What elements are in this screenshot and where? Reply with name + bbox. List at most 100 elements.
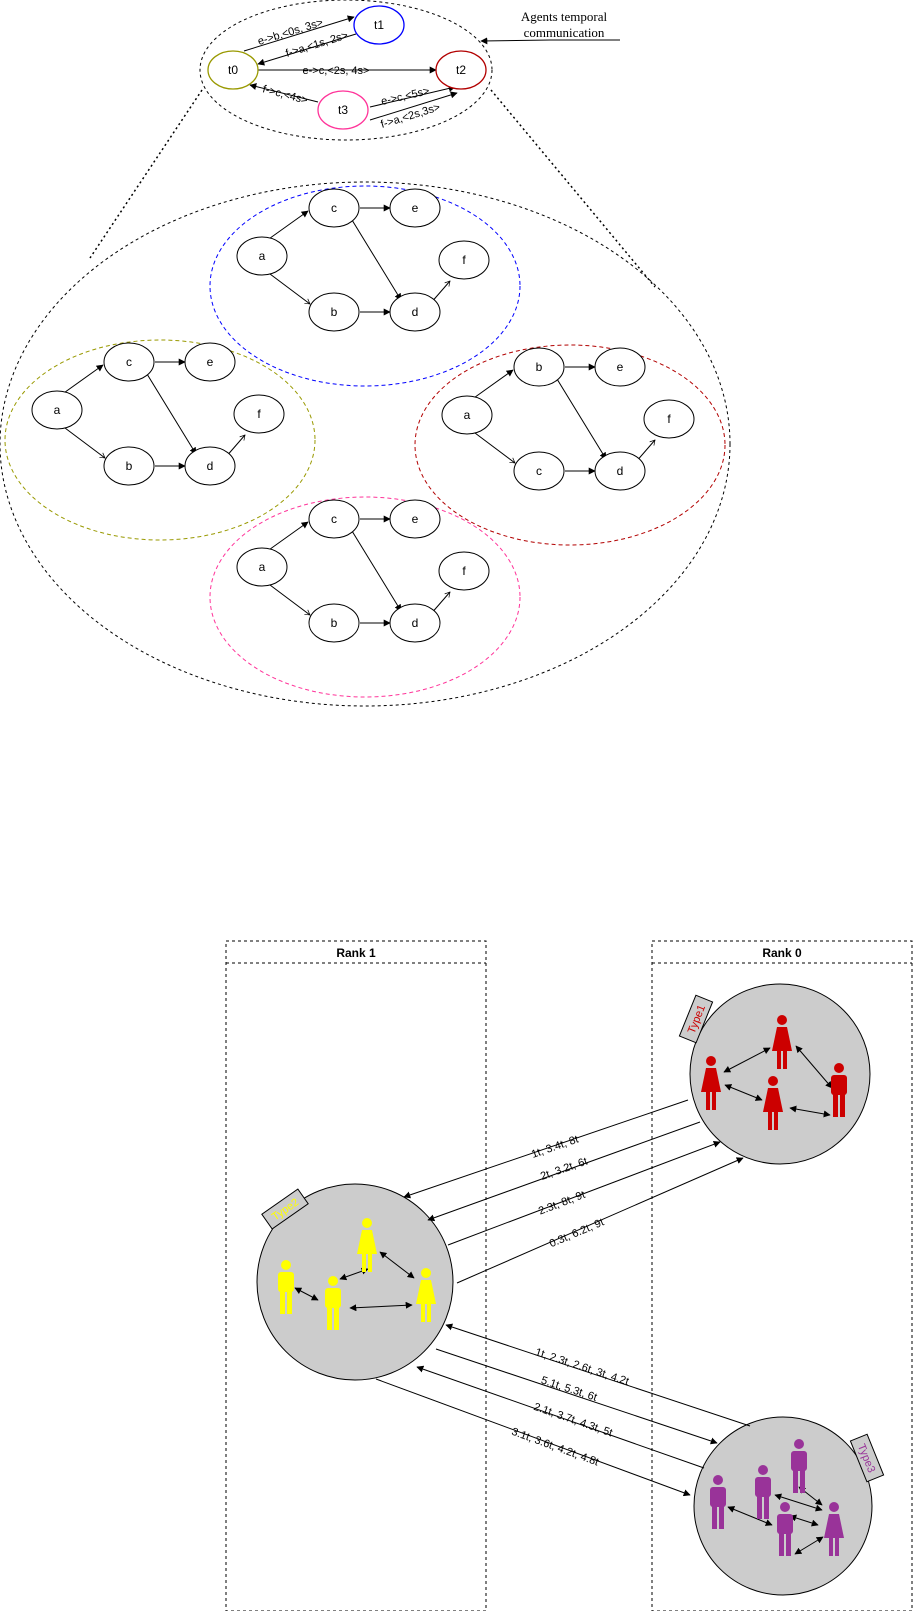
graph-edge (146, 373, 197, 455)
graph-node-label: d (412, 616, 419, 630)
graph-edge (265, 270, 311, 305)
graph-node (441, 395, 493, 435)
task-label-t0: t0 (228, 63, 238, 77)
graph-node (643, 399, 695, 439)
group-link-label: 2t, 3.2t, 6t (539, 1156, 589, 1183)
graph-node-label: d (617, 464, 624, 478)
graph-edge (351, 219, 402, 301)
task-edge-label: e->c,<2s, 4s> (303, 65, 370, 77)
graph-node (594, 347, 646, 387)
task-label-t1: t1 (374, 18, 384, 32)
annotation-line2: communication (524, 25, 605, 40)
subgraph-outline (4, 339, 316, 541)
graph-node (184, 342, 236, 382)
task-edge-t3-t2-b (369, 91, 458, 121)
graph-node (513, 347, 565, 387)
task-container-ellipse (199, 0, 493, 141)
task-edge-t3-t2-a (369, 85, 456, 108)
graph-node-label: f (462, 564, 466, 578)
task-edge-t0-t1 (243, 15, 355, 52)
group-link-label: 3.1t, 3.6t, 4.2t, 4.8t (510, 1426, 600, 1469)
task-label-t2: t2 (456, 63, 466, 77)
graph-edge (265, 581, 311, 616)
graph-node (103, 342, 155, 382)
graph-node (389, 292, 441, 332)
group-link-label: 2.3t, 8t, 9t (537, 1189, 587, 1218)
graph-node (308, 603, 360, 643)
graph-node-label: e (412, 201, 419, 215)
graph-edge (470, 429, 516, 464)
graph-node-label: a (54, 403, 61, 417)
graph-node-label: a (259, 249, 266, 263)
graph-node-label: c (126, 355, 132, 369)
graph-node-label: c (536, 464, 542, 478)
graph-node-label: b (536, 360, 543, 374)
graph-node (594, 451, 646, 491)
subgraph-t0: a c e b d f (4, 339, 316, 541)
agent-group-type1 (689, 983, 871, 1165)
temporal-communication-group: Agents temporal communication e->b,<0s, … (199, 0, 620, 141)
group-tag-type1: Type1 (678, 994, 714, 1044)
group-link (416, 1365, 705, 1469)
subgraph-t3: a c e b d f (209, 496, 521, 698)
group-tag-type3: Type3 (849, 1433, 885, 1483)
zoom-line-right (490, 89, 656, 288)
graph-edge (351, 530, 402, 612)
graph-node (308, 188, 360, 228)
zoom-line-left (89, 89, 203, 259)
graph-node (236, 547, 288, 587)
graph-node-label: c (331, 512, 337, 526)
task-edge-t3-t0 (249, 83, 319, 103)
graph-node (389, 499, 441, 539)
graph-edge (265, 210, 309, 242)
graph-node (438, 551, 490, 591)
task-edge-label: f->c,<4s> (261, 83, 309, 107)
annotation-line1: Agents temporal (521, 9, 608, 24)
group-link-label: 0.3t, 6.2t, 9t (548, 1216, 606, 1250)
task-edge-t1-t0 (257, 33, 357, 66)
task-node-t3 (317, 90, 369, 130)
agent-group-type2 (256, 1183, 454, 1381)
group-link (427, 1121, 701, 1222)
group-link-label: 5.1t, 5.3t, 6t (539, 1374, 598, 1403)
graph-edge (60, 424, 106, 459)
task-label-t3: t3 (338, 103, 348, 117)
graph-node (389, 603, 441, 643)
group-link (435, 1348, 718, 1445)
task-edge-label: e->c,<5s> (380, 85, 431, 108)
group-link (375, 1378, 691, 1497)
graph-node-label: b (126, 459, 133, 473)
task-node-t2 (435, 50, 487, 90)
graph-node (308, 292, 360, 332)
subgraph-outline (209, 185, 521, 387)
graph-node-label: d (207, 459, 214, 473)
graph-edge (265, 521, 309, 553)
subgraph-t1: a c e b d f (209, 185, 521, 387)
graph-node (438, 240, 490, 280)
graph-node-label: a (464, 408, 471, 422)
graph-node-label: d (412, 305, 419, 319)
group-link (456, 1157, 744, 1284)
graph-edge (470, 369, 514, 401)
subgraph-outline (414, 344, 726, 546)
group-link (445, 1323, 751, 1427)
graph-node (233, 394, 285, 434)
lane-title: Rank 1 (336, 946, 376, 960)
group-link (447, 1140, 721, 1246)
graph-node-label: e (617, 360, 624, 374)
graph-node (103, 446, 155, 486)
graph-node-label: f (462, 253, 466, 267)
graph-edge (556, 378, 607, 460)
group-link-label: 2.1t, 3.7t, 4.3t, 5t (532, 1401, 614, 1439)
graph-node-label: a (259, 560, 266, 574)
group-link (403, 1099, 689, 1199)
graph-node (184, 446, 236, 486)
graph-edge (60, 364, 104, 396)
subgraphs-layer: a c e b d f a c e b d (4, 185, 726, 698)
graph-node (31, 390, 83, 430)
graph-node-label: e (412, 512, 419, 526)
task-node-t1 (353, 5, 405, 45)
graph-node-label: c (331, 201, 337, 215)
group-link-label: 1t, 3.4t, 8t (530, 1134, 580, 1161)
